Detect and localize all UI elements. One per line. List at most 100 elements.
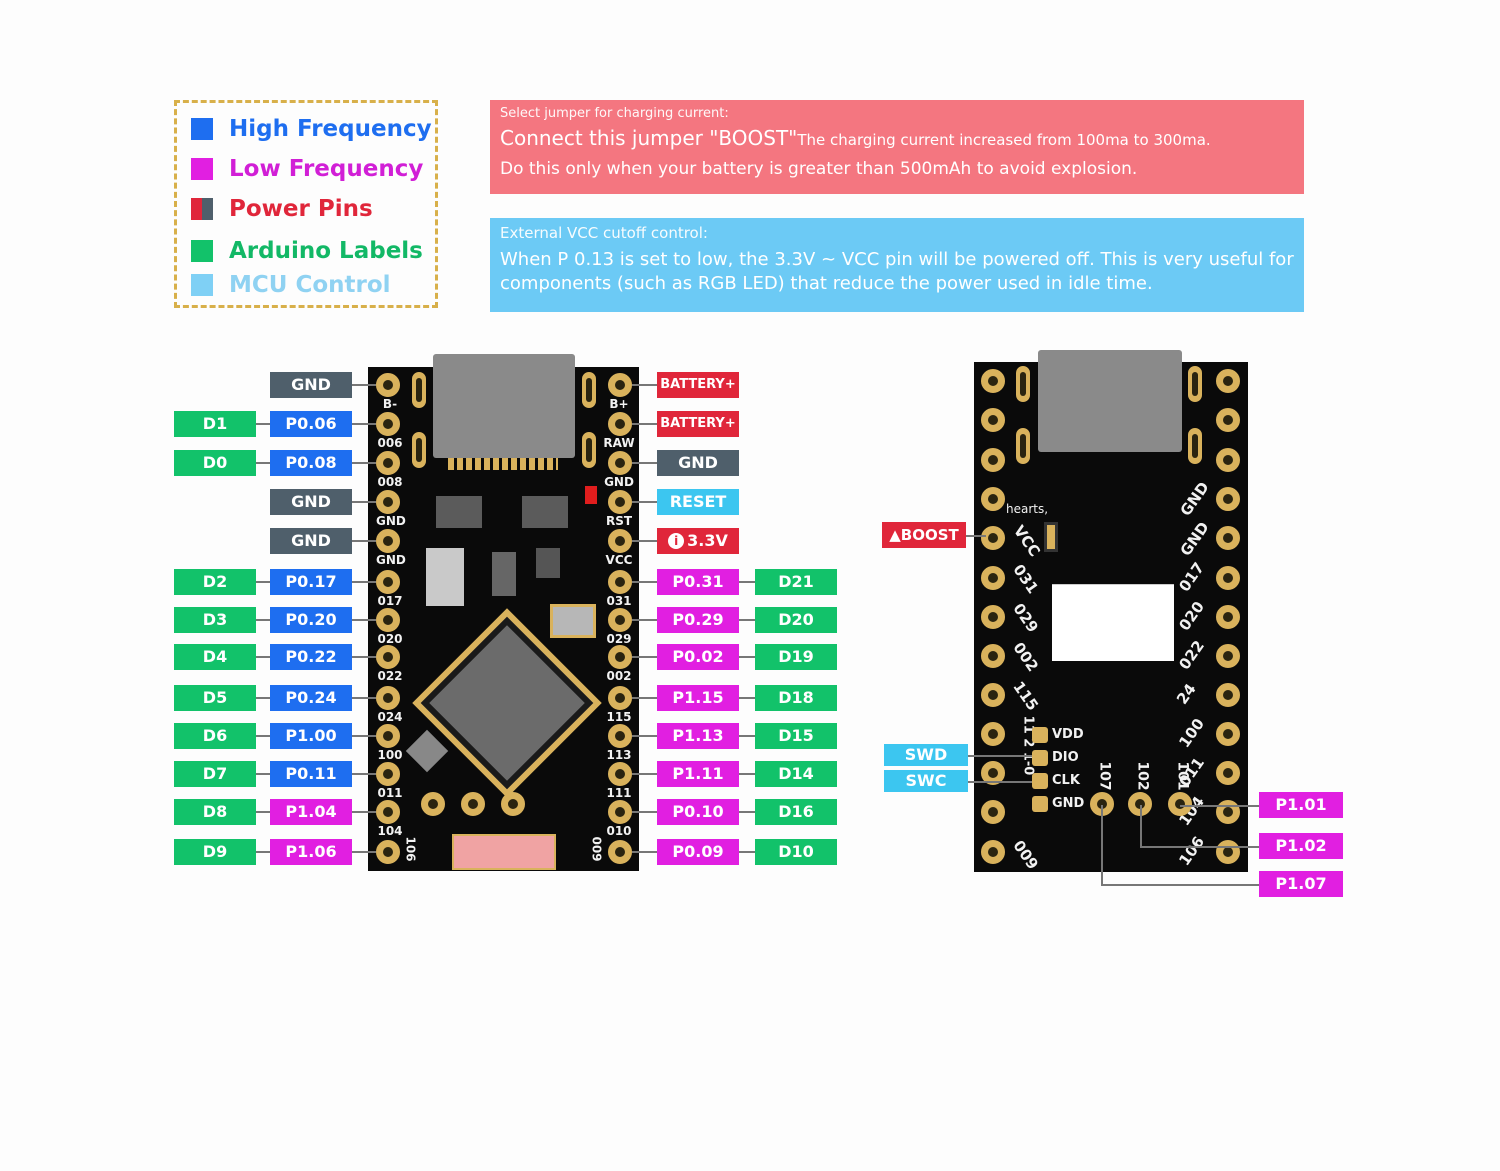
- component: [492, 552, 516, 596]
- pin-pad: [376, 490, 400, 514]
- connector-line: [256, 462, 270, 464]
- boost-jumper[interactable]: [1044, 522, 1058, 552]
- connector-line: [352, 619, 376, 621]
- silk-label: B+: [609, 397, 629, 411]
- charging-note-line1: Connect this jumper "BOOST"The charging …: [500, 125, 1294, 152]
- pin-pad: [981, 369, 1005, 393]
- legend-swatch-high-frequency: [191, 118, 213, 140]
- hearts-text: hearts,: [1006, 502, 1049, 516]
- silk-label: 009: [589, 836, 604, 862]
- pin-tag-low-freq: P1.13: [657, 723, 739, 749]
- reset-button[interactable]: [452, 834, 556, 870]
- arduino-tag: D0: [174, 450, 256, 476]
- pin-tag-high-freq: P0.11: [270, 761, 352, 787]
- pin-pad: [608, 840, 632, 864]
- connector-line: [632, 423, 658, 425]
- connector-line: [352, 735, 376, 737]
- silk-label: 024: [377, 710, 403, 724]
- legend-label: MCU Control: [229, 272, 391, 298]
- legend-label: Low Frequency: [229, 156, 424, 182]
- pin-pad: [1216, 448, 1240, 472]
- pin-pad: [608, 570, 632, 594]
- pin-pad: [608, 451, 632, 475]
- arduino-tag: D14: [755, 761, 837, 787]
- pin-pad: [1216, 526, 1240, 550]
- pin-tag-low-freq: P0.10: [657, 799, 739, 825]
- pin-pad: [1216, 605, 1240, 629]
- silk-label: 111: [606, 786, 632, 800]
- connector-line: [632, 697, 658, 699]
- charging-note: Select jumper for charging current: Conn…: [490, 100, 1304, 194]
- usb-mount-hole: [412, 372, 426, 408]
- pin-pad: [376, 686, 400, 710]
- component: [522, 496, 568, 528]
- pin-pad: [608, 529, 632, 553]
- crystal: [550, 604, 596, 638]
- usb-pins: [448, 458, 558, 470]
- pin-pad: [1216, 683, 1240, 707]
- debug-pad-label: VDD: [1052, 727, 1084, 742]
- charging-note-heading: Select jumper for charging current:: [500, 106, 729, 121]
- silk-label: GND: [376, 553, 406, 567]
- pin-label: P0.29: [672, 610, 724, 629]
- pin-tag-low-freq: P1.15: [657, 685, 739, 711]
- connector-line: [352, 656, 376, 658]
- charging-note-line1-small: The charging current increased from 100m…: [797, 131, 1211, 149]
- component: [536, 548, 560, 578]
- silk-label: 100: [377, 748, 403, 762]
- pin-pad: [1216, 566, 1240, 590]
- pad: [421, 792, 445, 816]
- silk-label: 102: [1134, 761, 1151, 791]
- silk-label: 008: [377, 475, 403, 489]
- usb-mount-hole: [1016, 366, 1030, 402]
- connector-line: [966, 535, 986, 537]
- pin-pad: [376, 412, 400, 436]
- pin-pad: [608, 686, 632, 710]
- silk-label: 115: [606, 710, 632, 724]
- pin-tag-low-freq: P1.11: [657, 761, 739, 787]
- silk-label: 010: [606, 824, 632, 838]
- silk-label: 11 2 1-0: [1020, 715, 1036, 776]
- debug-pad-label: CLK: [1052, 773, 1080, 788]
- pin-pad: [981, 526, 1005, 550]
- connector-line: [739, 811, 755, 813]
- connector-line: [632, 581, 658, 583]
- usb-connector: [433, 354, 575, 458]
- arduino-tag: D4: [174, 644, 256, 670]
- arduino-tag: D9: [174, 839, 256, 865]
- usb-connector: [1038, 350, 1182, 452]
- pin-tag-low-freq: P1.07: [1259, 871, 1343, 897]
- pin-pad: [376, 645, 400, 669]
- connector-line: [352, 462, 376, 464]
- charging-note-line1-main: Connect this jumper "BOOST": [500, 126, 798, 150]
- silk-label: RST: [605, 514, 633, 528]
- pin-label: P1.15: [672, 688, 724, 707]
- pin-pad: [376, 373, 400, 397]
- connector-line: [1180, 805, 1260, 807]
- pin-tag-high-freq: P0.24: [270, 685, 352, 711]
- connector-line: [632, 462, 658, 464]
- arduino-tag: D18: [755, 685, 837, 711]
- connector-line: [352, 851, 376, 853]
- connector-line: [256, 735, 270, 737]
- connector-line: [739, 619, 755, 621]
- connector-line: [632, 811, 658, 813]
- silk-label: 020: [377, 632, 403, 646]
- connector-line: [256, 581, 270, 583]
- silk-label: 113: [606, 748, 632, 762]
- pin-pad: [981, 683, 1005, 707]
- swd-label: SWD: [884, 744, 968, 766]
- red-led: [585, 486, 597, 504]
- connector-line: [352, 811, 376, 813]
- connector-line: [739, 581, 755, 583]
- pin-pad: [608, 762, 632, 786]
- pin-pad: [1216, 761, 1240, 785]
- legend-item: Power Pins: [191, 195, 373, 223]
- pin-label: BATTERY+: [660, 377, 736, 392]
- connector-line: [1140, 846, 1260, 848]
- pin-label: P0.09: [672, 842, 724, 861]
- arduino-tag: D8: [174, 799, 256, 825]
- pin-tag-high-freq: P0.17: [270, 569, 352, 595]
- pin-pad: [376, 529, 400, 553]
